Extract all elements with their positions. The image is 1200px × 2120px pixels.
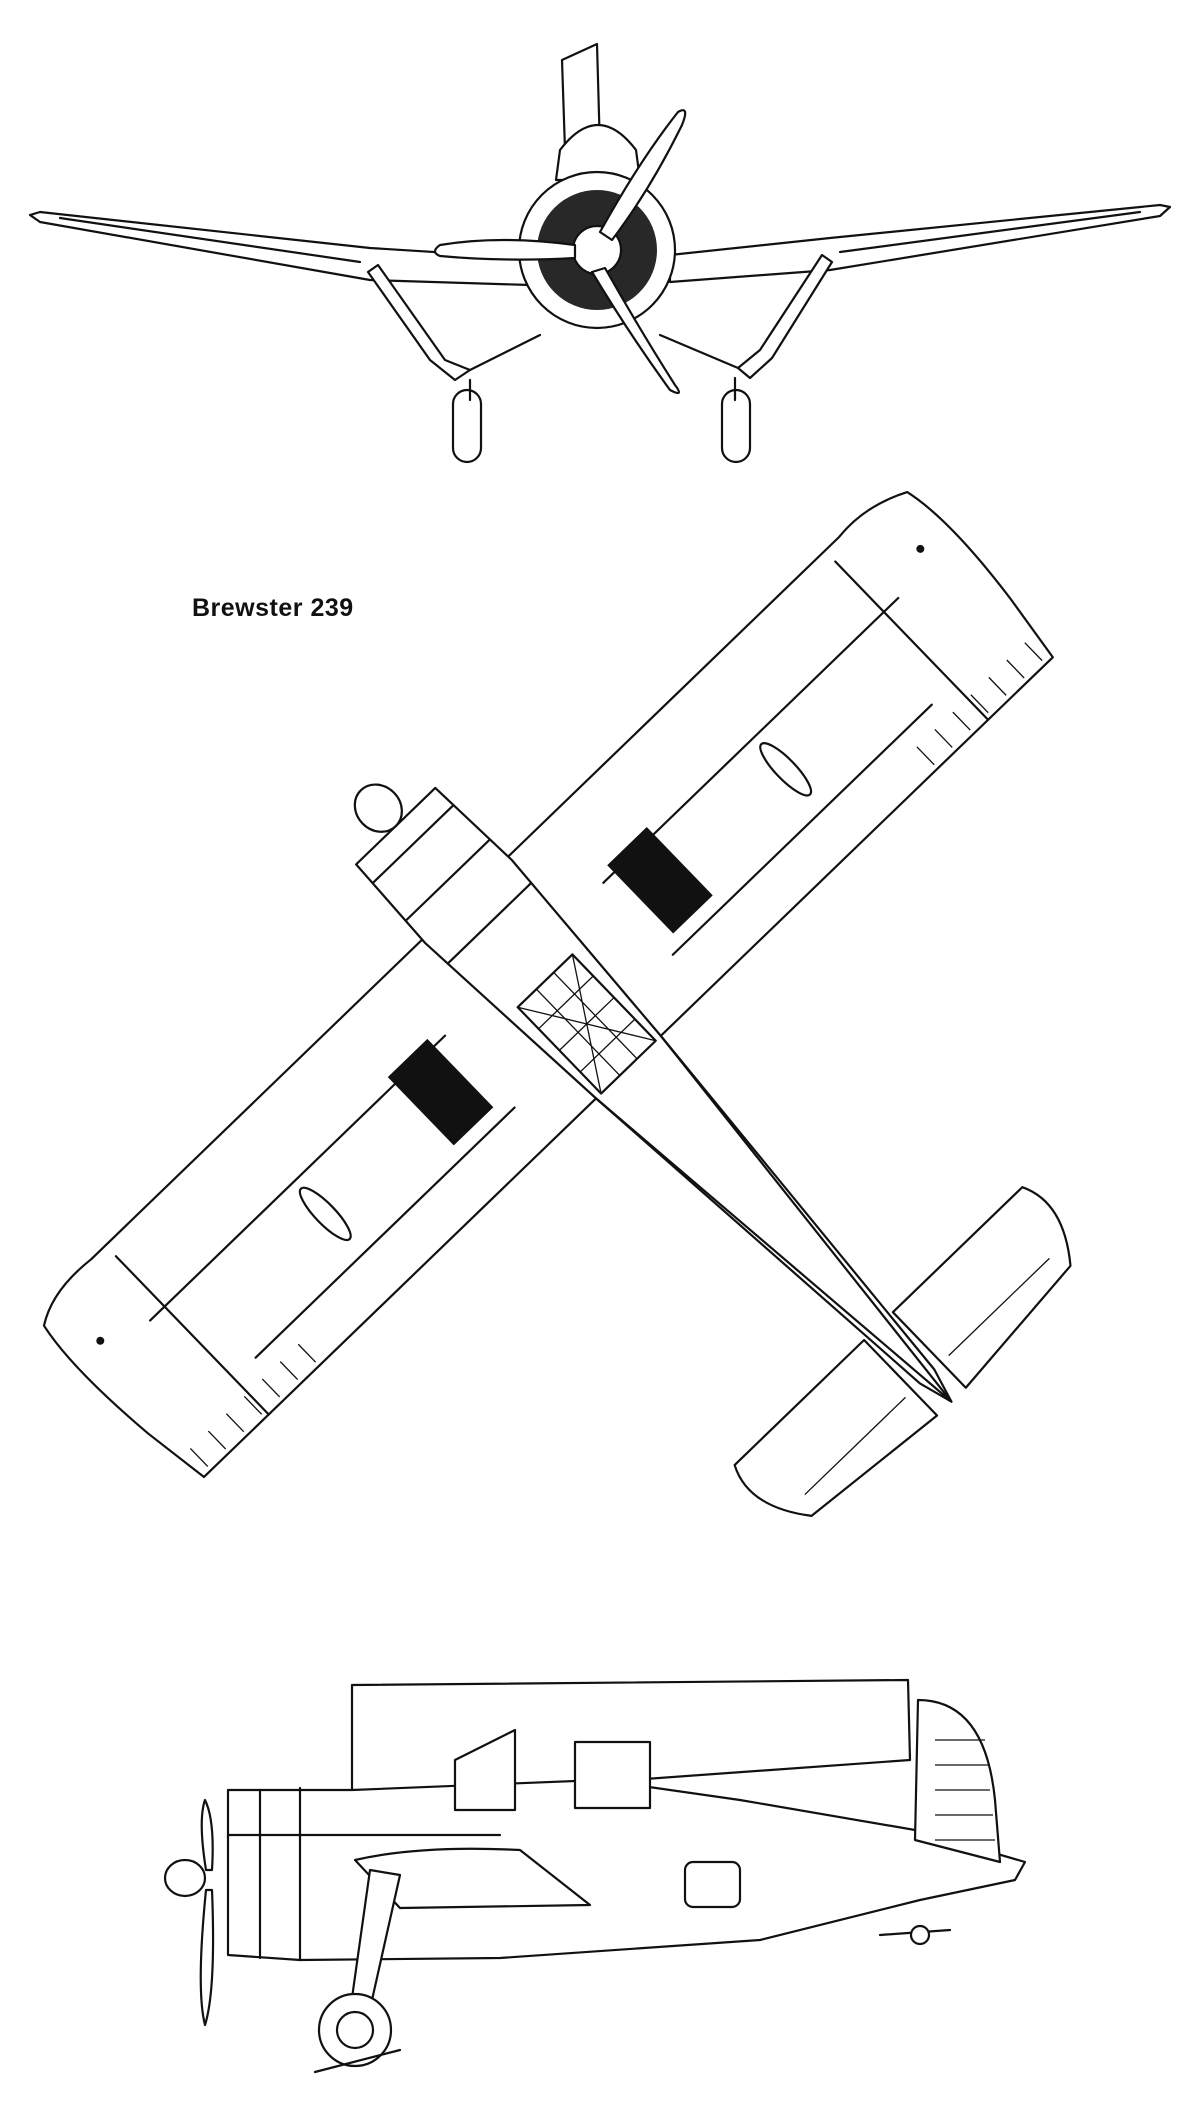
side-cockpit-frame — [573, 1740, 652, 1810]
side-fin — [913, 1698, 1002, 1864]
side-tail-wheel — [909, 1924, 931, 1946]
prop-blade-left — [433, 238, 577, 261]
front-wing-right — [668, 203, 1172, 284]
top-view — [42, 490, 1072, 1517]
wing-lens-left — [298, 1186, 352, 1242]
top-spinner — [353, 783, 403, 833]
front-canopy — [554, 124, 642, 182]
drawing-title: Brewster 239 — [192, 594, 354, 622]
wing-gun-panel-left — [387, 1038, 494, 1146]
top-tailplane — [733, 1186, 1072, 1517]
side-view — [163, 1678, 1027, 2074]
top-fuselage — [355, 786, 953, 1403]
wing-rib-pattern — [189, 642, 1043, 1467]
prop-blade-up — [598, 109, 687, 242]
side-panel — [683, 1860, 742, 1909]
front-strut-left — [366, 263, 472, 382]
wing-lens-right — [759, 742, 813, 797]
side-wing-root — [353, 1847, 592, 1910]
front-wheel-right — [720, 388, 752, 464]
front-wheel-left — [451, 388, 483, 464]
side-prop — [199, 1798, 215, 2027]
front-view — [28, 42, 1172, 464]
side-cowling-lines — [226, 1786, 502, 1962]
side-windscreen — [453, 1728, 517, 1812]
side-spinner — [163, 1858, 207, 1898]
prop-blade-down — [590, 266, 681, 395]
wing-flap-lines — [114, 560, 990, 1416]
wing-gun-panel-right — [607, 826, 713, 934]
front-strut-right — [736, 253, 834, 380]
side-rudder-ribs — [935, 1739, 995, 1841]
